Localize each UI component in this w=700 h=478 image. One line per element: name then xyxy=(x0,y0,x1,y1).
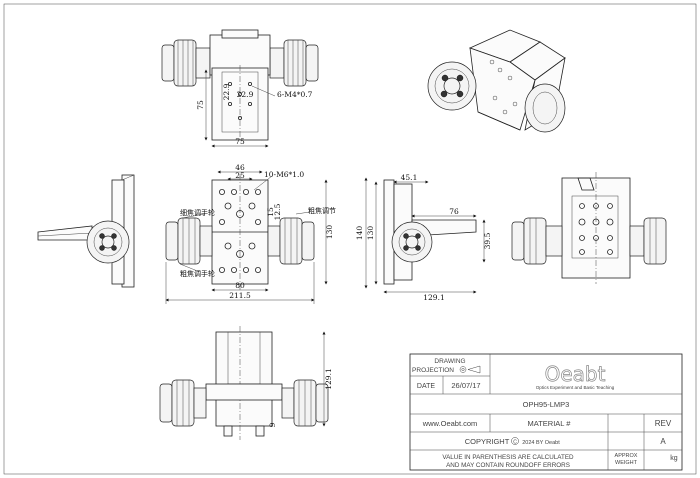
label-fine-focus-knob: 细焦调手轮 xyxy=(180,208,215,217)
left-side-view xyxy=(37,174,135,288)
right-side-view: 45.1 76 140 130 39.5 129.1 xyxy=(355,173,492,302)
sheet-border xyxy=(3,3,697,475)
tb-note-line2: AND MAY CONTAIN ROUNDOFF ERRORS xyxy=(446,462,570,469)
bottom-dim-9: 9 xyxy=(268,422,277,427)
left-knob-pair xyxy=(161,39,211,87)
side-dim-45-1: 45.1 xyxy=(401,173,418,182)
rear-left-knob xyxy=(523,217,547,265)
top-view: 46 25 10-M6*1.0 15 12.5 130 80 211.5 细焦调… xyxy=(165,163,336,304)
top-hole-spec: 10-M6*1.0 xyxy=(264,170,304,179)
side-dim-76: 76 xyxy=(449,207,459,216)
isometric-view xyxy=(427,29,566,133)
front-hole-spec: 6-M4*0.7 xyxy=(277,90,313,99)
tb-weight-label: WEIGHT xyxy=(615,460,638,466)
front-width-dim: 75 xyxy=(235,137,245,146)
right-knob-pair xyxy=(269,39,319,87)
tb-material-label: MATERIAL # xyxy=(528,419,572,428)
tb-part-number: OPH95-LMP3 xyxy=(523,400,570,409)
tb-note-line1: VALUE IN PARENTHESIS ARE CALCULATED xyxy=(442,454,574,461)
front-offset-y-dim: 22.9 xyxy=(222,83,231,100)
tb-date-value: 26/07/17 xyxy=(451,381,480,390)
top-dim-211-5: 211.5 xyxy=(229,291,251,300)
label-focus-adjust: 粗焦调节 xyxy=(308,206,336,215)
front-view: 75 75 22.9 22.9 6-M4*0.7 xyxy=(161,29,319,148)
logo-wordmark: Oeabt xyxy=(545,362,606,386)
tb-rev-value: A xyxy=(660,437,666,446)
copyright-icon: C xyxy=(511,437,519,446)
side-dim-129-1: 129.1 xyxy=(423,293,444,302)
top-dim-25: 25 xyxy=(235,171,245,180)
bottom-main-body xyxy=(215,331,273,427)
tb-copyright-label: COPYRIGHT xyxy=(465,437,510,446)
front-height-dim: 75 xyxy=(196,100,205,110)
rear-view xyxy=(511,172,667,284)
top-hole-pattern xyxy=(218,188,261,273)
tb-copyright-year: 2024 BY Oeabt xyxy=(522,440,560,446)
tb-website: www.Oeabt.com xyxy=(422,419,478,428)
top-dim-130: 130 xyxy=(325,225,334,240)
tb-weight-unit: kg xyxy=(670,455,678,462)
top-dim-12-5: 12.5 xyxy=(273,203,282,220)
rear-right-knob xyxy=(643,217,667,265)
top-dim-80: 80 xyxy=(235,281,245,290)
side-dim-130: 130 xyxy=(366,226,375,241)
bottom-dim-129-1: 129.1 xyxy=(324,368,333,389)
tb-date-label: DATE xyxy=(417,383,435,390)
tb-projection-label: PROJECTION xyxy=(412,367,454,374)
tb-approx-label: APPROX xyxy=(615,453,638,459)
svg-text:C: C xyxy=(513,440,517,446)
left-side-arm xyxy=(37,225,93,241)
side-dim-39-5: 39.5 xyxy=(483,232,492,249)
top-dim-15: 15 xyxy=(266,207,275,217)
tb-drawing-label: DRAWING xyxy=(434,358,465,365)
iso-right-knob xyxy=(524,83,566,133)
tb-rev-label: REV xyxy=(655,419,672,428)
top-dim-46: 46 xyxy=(235,163,245,172)
side-dim-140: 140 xyxy=(355,226,364,241)
bottom-view: 129.1 9 xyxy=(159,326,333,440)
label-coarse-focus-knob: 粗焦调手轮 xyxy=(180,269,215,278)
oeabt-logo: Oeabt Optics Experiment and Basic Teachi… xyxy=(536,362,615,390)
projection-symbol-icon xyxy=(459,365,481,374)
title-block: DRAWING PROJECTION DATE 26/07/17 Oeabt O… xyxy=(409,353,683,471)
front-offset-x-dim: 22.9 xyxy=(237,90,254,99)
logo-subtitle: Optics Experiment and Basic Teaching xyxy=(536,385,615,390)
